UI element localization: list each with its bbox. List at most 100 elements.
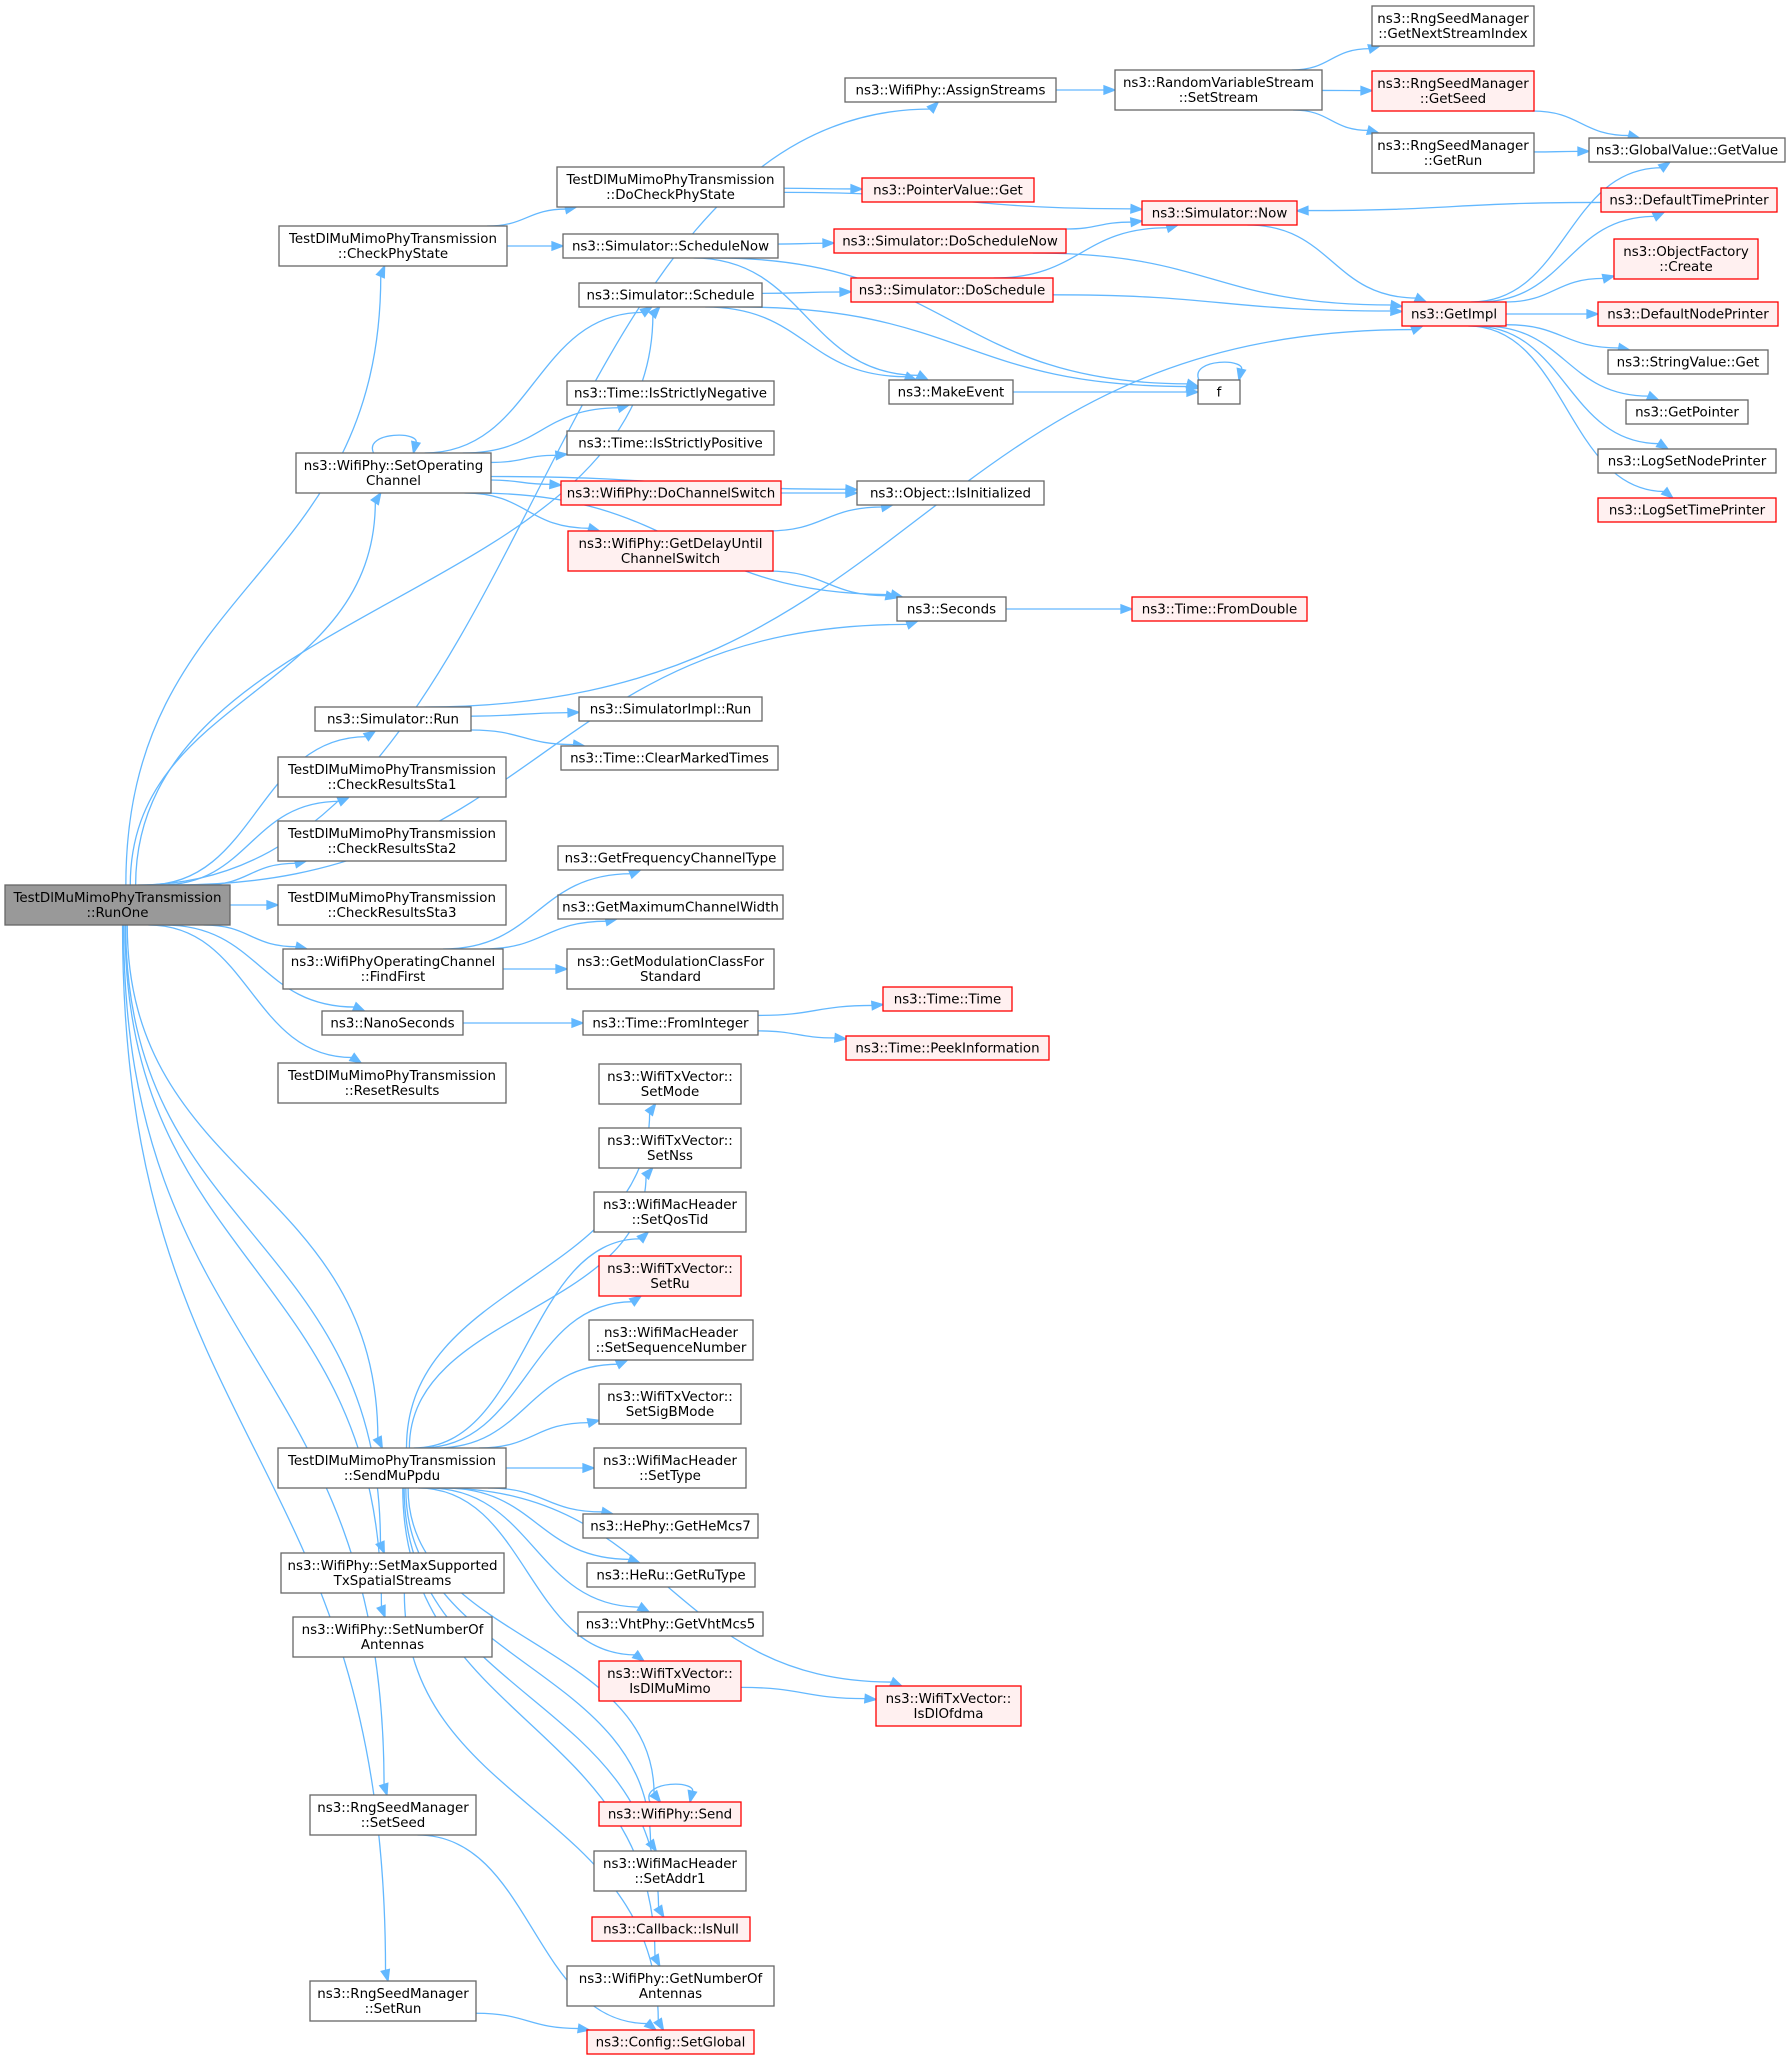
node-checkresultssta3[interactable]: TestDlMuMimoPhyTransmission::CheckResult…: [277, 884, 507, 926]
node-nanoseconds[interactable]: ns3::NanoSeconds: [321, 1010, 464, 1036]
edge-arrowhead: [1390, 305, 1404, 317]
node-defaultnodeprinter[interactable]: ns3::DefaultNodePrinter: [1597, 301, 1779, 327]
edge-line: [125, 275, 382, 886]
node-peekinformation[interactable]: ns3::Time::PeekInformation: [845, 1035, 1050, 1061]
node-defaulttimeprinter[interactable]: ns3::DefaultTimePrinter: [1600, 187, 1778, 213]
edge-line: [767, 570, 888, 597]
node-callback_isnull[interactable]: ns3::Callback::IsNull: [591, 1916, 751, 1942]
node-logsettimeprinter[interactable]: ns3::LogSetTimePrinter: [1597, 497, 1777, 523]
node-isstrictlynegative[interactable]: ns3::Time::IsStrictlyNegative: [566, 380, 775, 406]
node-gv_getvalue[interactable]: ns3::GlobalValue::GetValue: [1588, 137, 1786, 163]
node-label-line: ns3::ObjectFactory: [1623, 245, 1749, 260]
node-label-line: ns3::WifiTxVector::: [607, 1667, 733, 1682]
node-setqostid[interactable]: ns3::WifiMacHeader::SetQosTid: [593, 1191, 747, 1233]
node-pointervalue_get[interactable]: ns3::PointerValue::Get: [861, 177, 1035, 203]
node-box: [598, 1255, 742, 1297]
node-setnss[interactable]: ns3::WifiTxVector::SetNss: [598, 1127, 742, 1169]
edge-f-to-f: [1197, 361, 1247, 382]
node-sendmuppdu[interactable]: TestDlMuMimoPhyTransmission::SendMuPpdu: [277, 1447, 507, 1489]
node-clearmarkedtimes[interactable]: ns3::Time::ClearMarkedTimes: [560, 745, 779, 771]
node-getvhtmcs5[interactable]: ns3::VhtPhy::GetVhtMcs5: [577, 1611, 764, 1637]
node-assignstreams[interactable]: ns3::WifiPhy::AssignStreams: [844, 77, 1057, 103]
node-label-line: ns3::WifiPhy::SetOperating: [304, 459, 484, 474]
node-rvs_setstream[interactable]: ns3::RandomVariableStream::SetStream: [1114, 69, 1323, 111]
node-setmaxsupported[interactable]: ns3::WifiPhy::SetMaxSupportedTxSpatialSt…: [280, 1552, 505, 1594]
node-checkresultssta1[interactable]: TestDlMuMimoPhyTransmission::CheckResult…: [277, 756, 507, 798]
node-frominteger[interactable]: ns3::Time::FromInteger: [582, 1010, 759, 1036]
node-schedule[interactable]: ns3::Simulator::Schedule: [578, 282, 763, 308]
node-docheckphystate[interactable]: TestDlMuMimoPhyTransmission::DoCheckPhyS…: [556, 166, 785, 208]
node-label-line: TestDlMuMimoPhyTransmission: [287, 1454, 496, 1469]
node-isstrictlypositive[interactable]: ns3::Time::IsStrictlyPositive: [566, 430, 775, 456]
node-findfirst[interactable]: ns3::WifiPhyOperatingChannel::FindFirst: [282, 948, 504, 990]
node-checkphystate[interactable]: TestDlMuMimoPhyTransmission::CheckPhySta…: [278, 225, 508, 267]
node-label-line: ns3::WifiPhy::DoChannelSwitch: [567, 487, 775, 502]
node-getpointer[interactable]: ns3::GetPointer: [1625, 399, 1749, 425]
node-time_time[interactable]: ns3::Time::Time: [882, 986, 1013, 1012]
node-setmode[interactable]: ns3::WifiTxVector::SetMode: [598, 1063, 742, 1105]
node-rsm_setrun[interactable]: ns3::RngSeedManager::SetRun: [309, 1980, 477, 2022]
node-f[interactable]: f: [1197, 379, 1241, 405]
node-stringvalue_get[interactable]: ns3::StringValue::Get: [1607, 349, 1769, 375]
node-checkresultssta2[interactable]: TestDlMuMimoPhyTransmission::CheckResult…: [277, 820, 507, 862]
node-config_setglobal[interactable]: ns3::Config::SetGlobal: [586, 2029, 755, 2055]
node-dochannelswitch[interactable]: ns3::WifiPhy::DoChannelSwitch: [560, 480, 782, 506]
node-box: [566, 1965, 775, 2007]
node-box: [314, 706, 472, 732]
node-logsetnodeprinter[interactable]: ns3::LogSetNodePrinter: [1597, 448, 1777, 474]
node-label-line: ns3::WifiPhy::GetDelayUntil: [579, 537, 763, 552]
node-label-line: ns3::Simulator::ScheduleNow: [572, 240, 769, 255]
node-simimpl_run[interactable]: ns3::SimulatorImpl::Run: [578, 696, 763, 722]
node-label-line: ns3::Time::Time: [894, 993, 1002, 1008]
edge-line: [371, 434, 417, 454]
node-sim_now[interactable]: ns3::Simulator::Now: [1141, 200, 1298, 226]
node-rsm_setseed[interactable]: ns3::RngSeedManager::SetSeed: [309, 1794, 477, 1836]
node-seconds[interactable]: ns3::Seconds: [896, 596, 1007, 622]
node-isdlofdma[interactable]: ns3::WifiTxVector::IsDlOfdma: [875, 1685, 1022, 1727]
node-schedulenow[interactable]: ns3::Simulator::ScheduleNow: [562, 233, 779, 259]
node-label-line: ::SetStream: [1179, 91, 1258, 106]
node-setsequencenumber[interactable]: ns3::WifiMacHeader::SetSequenceNumber: [588, 1319, 754, 1361]
node-setru[interactable]: ns3::WifiTxVector::SetRu: [598, 1255, 742, 1297]
node-makeevent[interactable]: ns3::MakeEvent: [888, 379, 1014, 405]
node-getfrequencychanneltype[interactable]: ns3::GetFrequencyChannelType: [557, 845, 784, 871]
node-isdlmumimo[interactable]: ns3::WifiTxVector::IsDlMuMimo: [598, 1660, 742, 1702]
node-settype[interactable]: ns3::WifiMacHeader::SetType: [593, 1447, 747, 1489]
node-rsm_getrun[interactable]: ns3::RngSeedManager::GetRun: [1371, 132, 1535, 174]
node-getmaximumchannelwidth[interactable]: ns3::GetMaximumChannelWidth: [557, 894, 784, 920]
node-resetresults[interactable]: TestDlMuMimoPhyTransmission::ResetResult…: [277, 1062, 507, 1104]
node-box: [598, 1660, 742, 1702]
node-objectfactory_create[interactable]: ns3::ObjectFactory::Create: [1613, 238, 1759, 280]
edge-line: [129, 501, 376, 886]
node-setsigbmode[interactable]: ns3::WifiTxVector::SetSigBMode: [598, 1383, 742, 1425]
node-isinitialized[interactable]: ns3::Object::IsInitialized: [856, 480, 1045, 506]
node-label-line: ns3::Callback::IsNull: [603, 1923, 739, 1938]
node-rsm_nextstream[interactable]: ns3::RngSeedManager::GetNextStreamIndex: [1371, 5, 1535, 47]
node-label-line: ns3::RngSeedManager: [317, 1801, 469, 1816]
node-gethemcs7[interactable]: ns3::HePhy::GetHeMcs7: [582, 1513, 759, 1539]
node-sim_run[interactable]: ns3::Simulator::Run: [314, 706, 472, 732]
node-wifiphy_send[interactable]: ns3::WifiPhy::Send: [598, 1801, 742, 1827]
node-box: [593, 1191, 747, 1233]
node-setaddr1[interactable]: ns3::WifiMacHeader::SetAddr1: [593, 1850, 747, 1892]
edge-arrowhead: [266, 899, 280, 911]
node-box: [309, 1980, 477, 2022]
node-getimpl[interactable]: ns3::GetImpl: [1401, 301, 1507, 327]
node-getrutype[interactable]: ns3::HeRu::GetRuType: [586, 1562, 756, 1588]
node-box: [292, 1616, 493, 1658]
node-label-line: ::GetRun: [1424, 154, 1483, 169]
node-doschedulenow[interactable]: ns3::Simulator::DoScheduleNow: [833, 228, 1067, 254]
edge-line: [783, 187, 853, 190]
node-fromdouble[interactable]: ns3::Time::FromDouble: [1131, 596, 1308, 622]
edge-arrowhead: [1577, 146, 1591, 157]
node-rsm_getseed[interactable]: ns3::RngSeedManager::GetSeed: [1371, 70, 1535, 112]
node-label-line: ns3::LogSetNodePrinter: [1608, 455, 1767, 470]
node-doschedule[interactable]: ns3::Simulator::DoSchedule: [850, 277, 1054, 303]
node-runone[interactable]: TestDlMuMimoPhyTransmission::RunOne: [4, 884, 231, 926]
node-box: [560, 745, 779, 771]
